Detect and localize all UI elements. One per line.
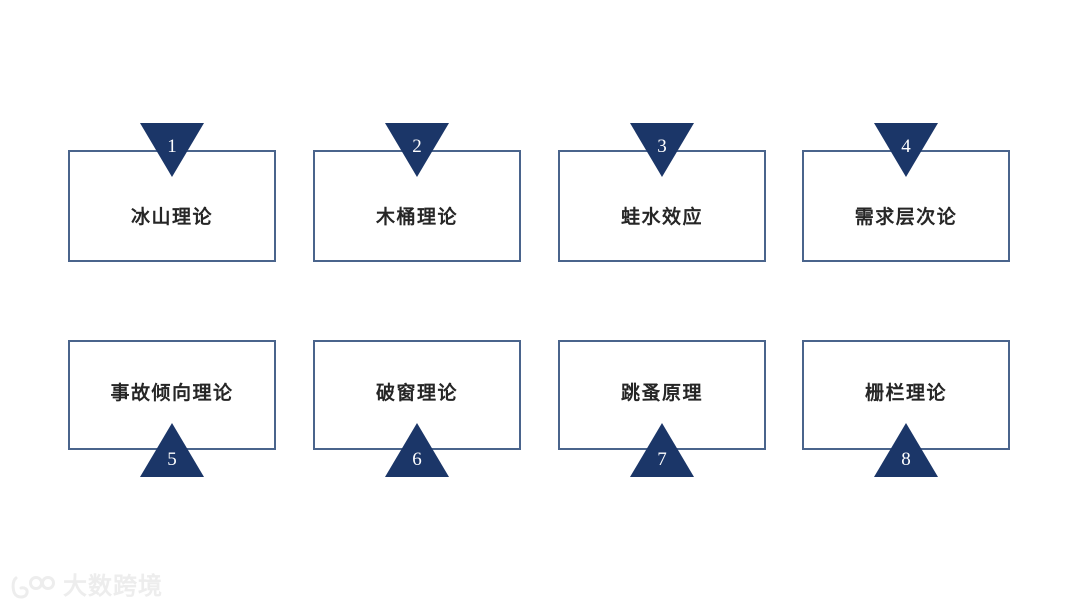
brand-logo-icon — [11, 576, 55, 599]
concept-card-6[interactable]: 6 破窗理论 — [313, 340, 521, 477]
triangle-up-icon — [140, 423, 204, 477]
card-number-5: 5 — [167, 449, 177, 470]
card-number-marker-5: 5 — [140, 423, 204, 477]
triangle-down-icon — [385, 123, 449, 177]
concept-card-5[interactable]: 5 事故倾向理论 — [68, 340, 276, 477]
triangle-down-icon — [140, 123, 204, 177]
card-number-4: 4 — [901, 136, 911, 157]
concept-card-7[interactable]: 7 跳蚤原理 — [558, 340, 766, 477]
card-label-2: 木桶理论 — [375, 207, 458, 228]
concept-card-1[interactable]: 1 冰山理论 — [68, 123, 276, 262]
concept-card-4[interactable]: 4 需求层次论 — [802, 123, 1010, 262]
card-number-3: 3 — [657, 136, 667, 157]
card-number-7: 7 — [657, 449, 667, 470]
watermark: 大数跨境 — [10, 574, 163, 600]
card-number-1: 1 — [167, 136, 177, 157]
card-label-1: 冰山理论 — [130, 207, 213, 228]
triangle-up-icon — [874, 423, 938, 477]
card-number-marker-8: 8 — [874, 423, 938, 477]
card-label-3: 蛙水效应 — [620, 207, 703, 228]
card-label-8: 栅栏理论 — [864, 383, 947, 404]
concept-card-3[interactable]: 3 蛙水效应 — [558, 123, 766, 262]
card-label-4: 需求层次论 — [854, 207, 958, 228]
card-number-marker-2: 2 — [385, 123, 449, 177]
card-number-6: 6 — [412, 449, 422, 470]
watermark-text: 大数跨境 — [63, 573, 163, 600]
card-number-marker-6: 6 — [385, 423, 449, 477]
card-number-marker-7: 7 — [630, 423, 694, 477]
card-number-marker-1: 1 — [140, 123, 204, 177]
concept-card-2[interactable]: 2 木桶理论 — [313, 123, 521, 262]
card-label-6: 破窗理论 — [375, 383, 458, 404]
card-number-2: 2 — [412, 136, 422, 157]
triangle-up-icon — [385, 423, 449, 477]
triangle-up-icon — [630, 423, 694, 477]
triangle-down-icon — [874, 123, 938, 177]
card-number-marker-4: 4 — [874, 123, 938, 177]
triangle-down-icon — [630, 123, 694, 177]
card-label-7: 跳蚤原理 — [620, 383, 703, 404]
card-number-marker-3: 3 — [630, 123, 694, 177]
card-label-5: 事故倾向理论 — [110, 383, 234, 404]
card-number-8: 8 — [901, 449, 911, 470]
concept-card-8[interactable]: 8 栅栏理论 — [802, 340, 1010, 477]
